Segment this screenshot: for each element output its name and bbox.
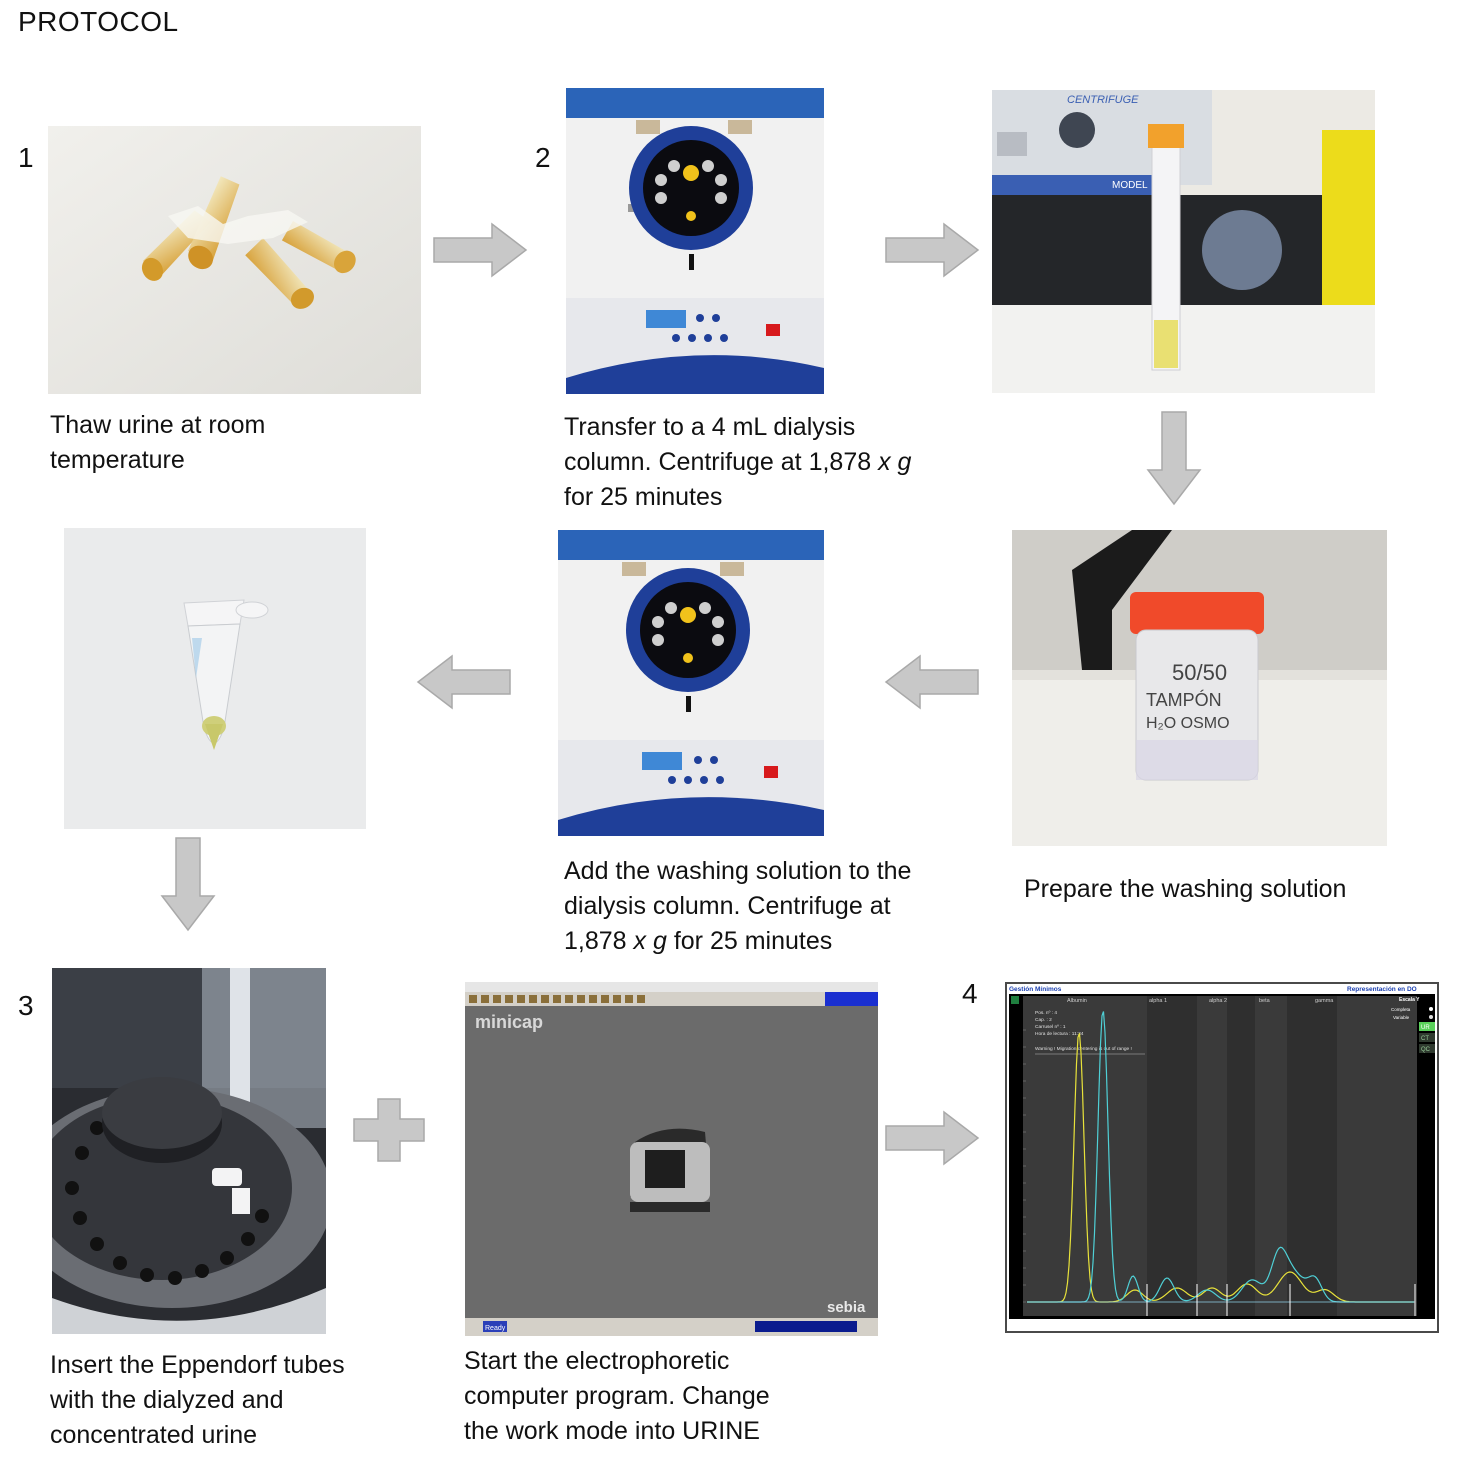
caption-washing: Add the washing solution to the dialysis… (564, 857, 912, 955)
photo-minicap-carousel (52, 968, 326, 1334)
ep-warning: Warning ! Migration centering is out of … (1035, 1046, 1132, 1052)
step-number-3: 3 (18, 990, 34, 1021)
plus-sign (353, 1098, 425, 1162)
ep-option-variable[interactable]: Variable (1393, 1015, 1410, 1020)
jar-label-water: H₂O OSMO (1146, 715, 1230, 732)
step-number-1: 1 (18, 142, 34, 173)
minicap-logo-text: minicap (475, 1012, 543, 1032)
caption-prepare: Prepare the washing solution (1024, 875, 1347, 903)
caption-transfer: Transfer to a 4 mL dialysis column. Cent… (564, 413, 912, 511)
photo-thawed-urine-tubes (48, 126, 421, 394)
page-title: PROTOCOL (18, 6, 179, 37)
ep-fraction-alpha2: alpha 2 (1209, 998, 1227, 1004)
ep-info-capillary: Cap. : 2 (1035, 1017, 1052, 1023)
electropherogram-panel: Gestión Mínimos Representación en DO Alb… (1005, 982, 1439, 1333)
arrow-right-1 (433, 222, 528, 278)
ep-mode-ct[interactable]: CT (1421, 1036, 1429, 1042)
step-number-4: 4 (962, 978, 978, 1009)
centrifuge-model-text: MODEL (1112, 180, 1148, 191)
jar-label-ratio: 50/50 (1172, 660, 1227, 685)
photo-centrifuge-washing (558, 530, 824, 836)
ep-fraction-albumin: Albumin (1067, 998, 1087, 1004)
ep-fraction-beta: beta (1259, 998, 1271, 1004)
arrow-down-2 (160, 837, 216, 932)
arrow-left-1 (884, 654, 979, 710)
ep-option-complete-radio[interactable] (1429, 1007, 1433, 1011)
ep-mode-ur[interactable] (1419, 1022, 1435, 1031)
ep-header-right: Representación en DO (1347, 986, 1417, 993)
arrow-left-2 (416, 654, 511, 710)
photo-eppendorf-tube (64, 528, 366, 829)
jar-label-buffer: TAMPÓN (1146, 689, 1222, 710)
caption-insert: Insert the Eppendorf tubes with the dial… (50, 1351, 345, 1449)
ep-info-carousel: Carrusel nº : 1 (1035, 1024, 1066, 1030)
ep-scale-label: Escala Y (1399, 997, 1420, 1003)
ep-info-position: Pos. nº : 4 (1035, 1010, 1057, 1016)
ep-fraction-alpha1: alpha 1 (1149, 998, 1167, 1004)
ep-option-complete[interactable]: Completa (1391, 1007, 1411, 1012)
ready-status-text: Ready (485, 1325, 506, 1332)
sebia-logo-text: sebia (827, 1299, 866, 1316)
arrow-right-3 (885, 1110, 980, 1166)
arrow-down-1 (1146, 411, 1202, 506)
ep-corner-icon[interactable] (1011, 996, 1019, 1004)
photo-dialysis-column: CENTRIFUGE MODEL (992, 90, 1375, 393)
screenshot-minicap-software: minicap sebia Ready (465, 982, 878, 1336)
ep-fraction-gamma: gamma (1315, 998, 1334, 1004)
ep-info-time: Hora de lectura : 11:34 (1035, 1031, 1084, 1037)
caption-thaw: Thaw urine at room temperature (50, 411, 266, 474)
photo-centrifuge-loaded (566, 88, 824, 394)
ep-option-variable-radio[interactable] (1429, 1015, 1433, 1019)
ep-mode-qc[interactable]: QC (1421, 1047, 1431, 1053)
arrow-right-2 (885, 222, 980, 278)
photo-washing-solution-jar: 50/50 TAMPÓN H₂O OSMO (1012, 530, 1387, 846)
caption-start-program: Start the electrophoretic computer progr… (464, 1347, 770, 1445)
centrifuge-brand-text: CENTRIFUGE (1067, 94, 1139, 106)
step-number-2: 2 (535, 142, 551, 173)
ep-header-left: Gestión Mínimos (1009, 986, 1062, 993)
svg-text:UR: UR (1421, 1025, 1430, 1031)
